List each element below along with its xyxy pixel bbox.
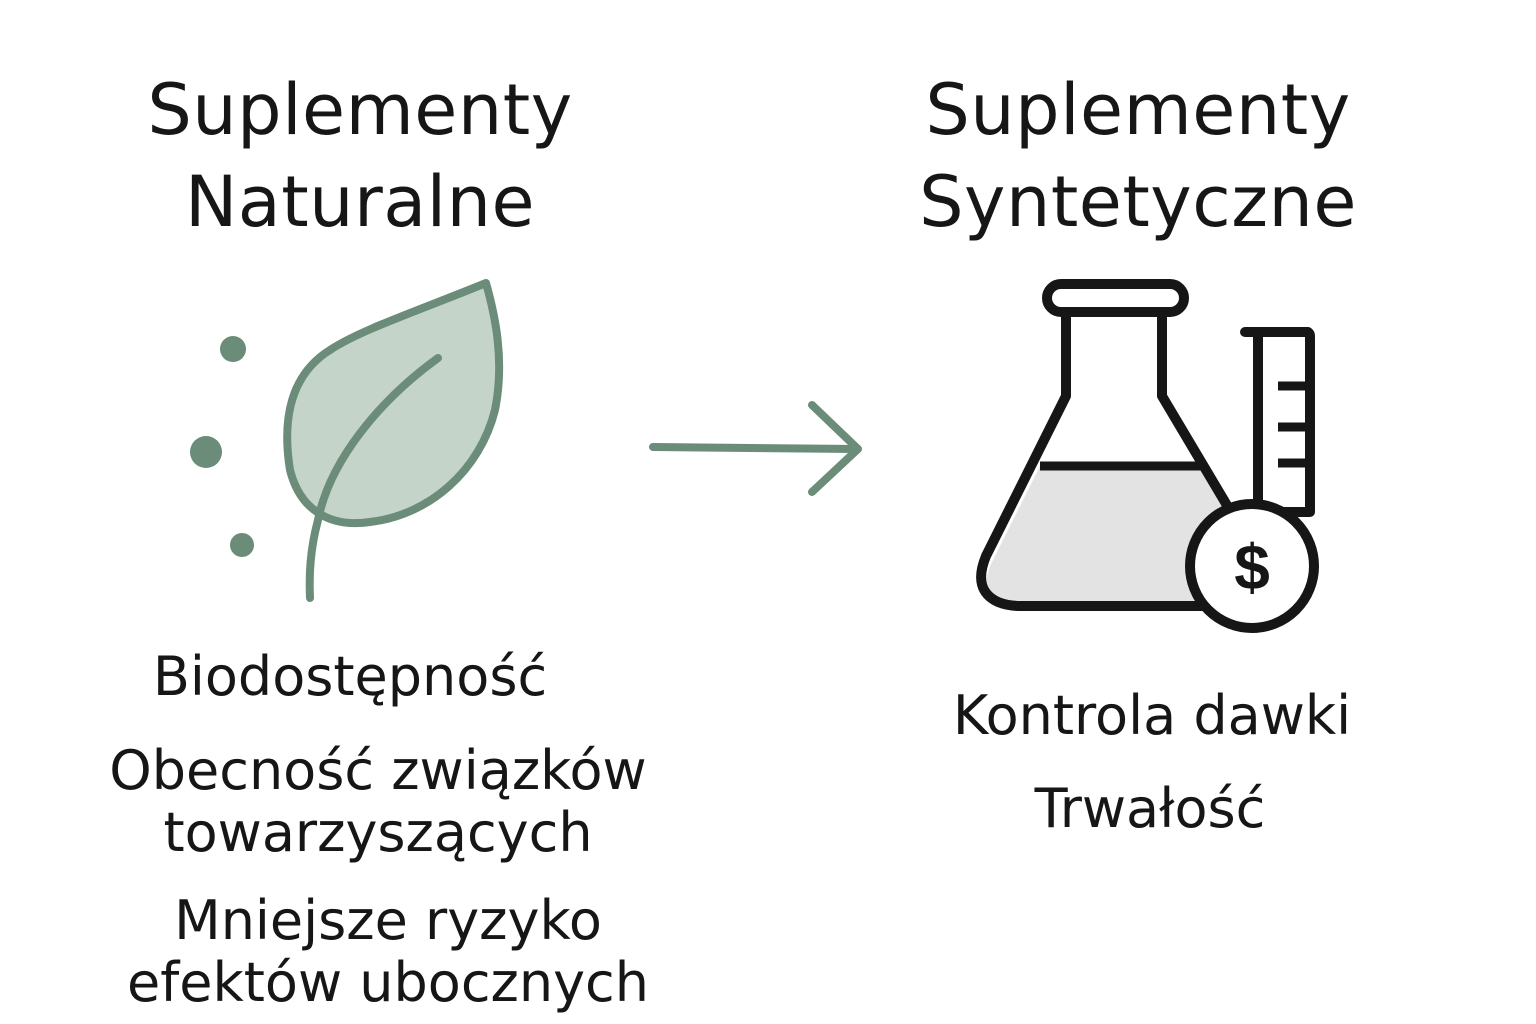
synthetic-title-line2: Syntetyczne bbox=[919, 161, 1357, 243]
dot-icon bbox=[190, 436, 222, 468]
natural-feature-accompanying-compounds: Obecność związków towarzyszących bbox=[109, 739, 647, 864]
synthetic-title-line1: Suplementy bbox=[925, 69, 1351, 151]
flask-liquid bbox=[984, 466, 1240, 604]
leaf-body bbox=[283, 279, 504, 528]
synthetic-title: Suplementy Syntetyczne bbox=[838, 64, 1438, 248]
dollar-symbol: $ bbox=[1234, 531, 1270, 603]
dollar-coin-icon bbox=[1185, 499, 1319, 633]
test-tube-icon bbox=[1240, 327, 1315, 517]
flask-with-dollar-icon: $ bbox=[976, 279, 1319, 633]
arrow-right-icon bbox=[649, 401, 862, 496]
natural-feature-fewer-side-effects: Mniejsze ryzyko efektów ubocznych bbox=[127, 889, 649, 1014]
leaf-icon bbox=[190, 279, 504, 602]
dot-icon bbox=[230, 533, 254, 557]
flask-rim bbox=[1042, 279, 1189, 317]
natural-feature-bioavailability: Biodostępność bbox=[152, 645, 548, 708]
natural-title: Suplementy Naturalne bbox=[60, 64, 660, 248]
natural-title-line2: Naturalne bbox=[184, 161, 536, 243]
synthetic-feature-dose-control: Kontrola dawki bbox=[952, 684, 1352, 747]
dot-icon bbox=[220, 336, 246, 362]
leaf-vein bbox=[305, 354, 442, 602]
synthetic-feature-durability: Trwałość bbox=[1034, 777, 1266, 840]
natural-title-line1: Suplementy bbox=[147, 69, 573, 151]
